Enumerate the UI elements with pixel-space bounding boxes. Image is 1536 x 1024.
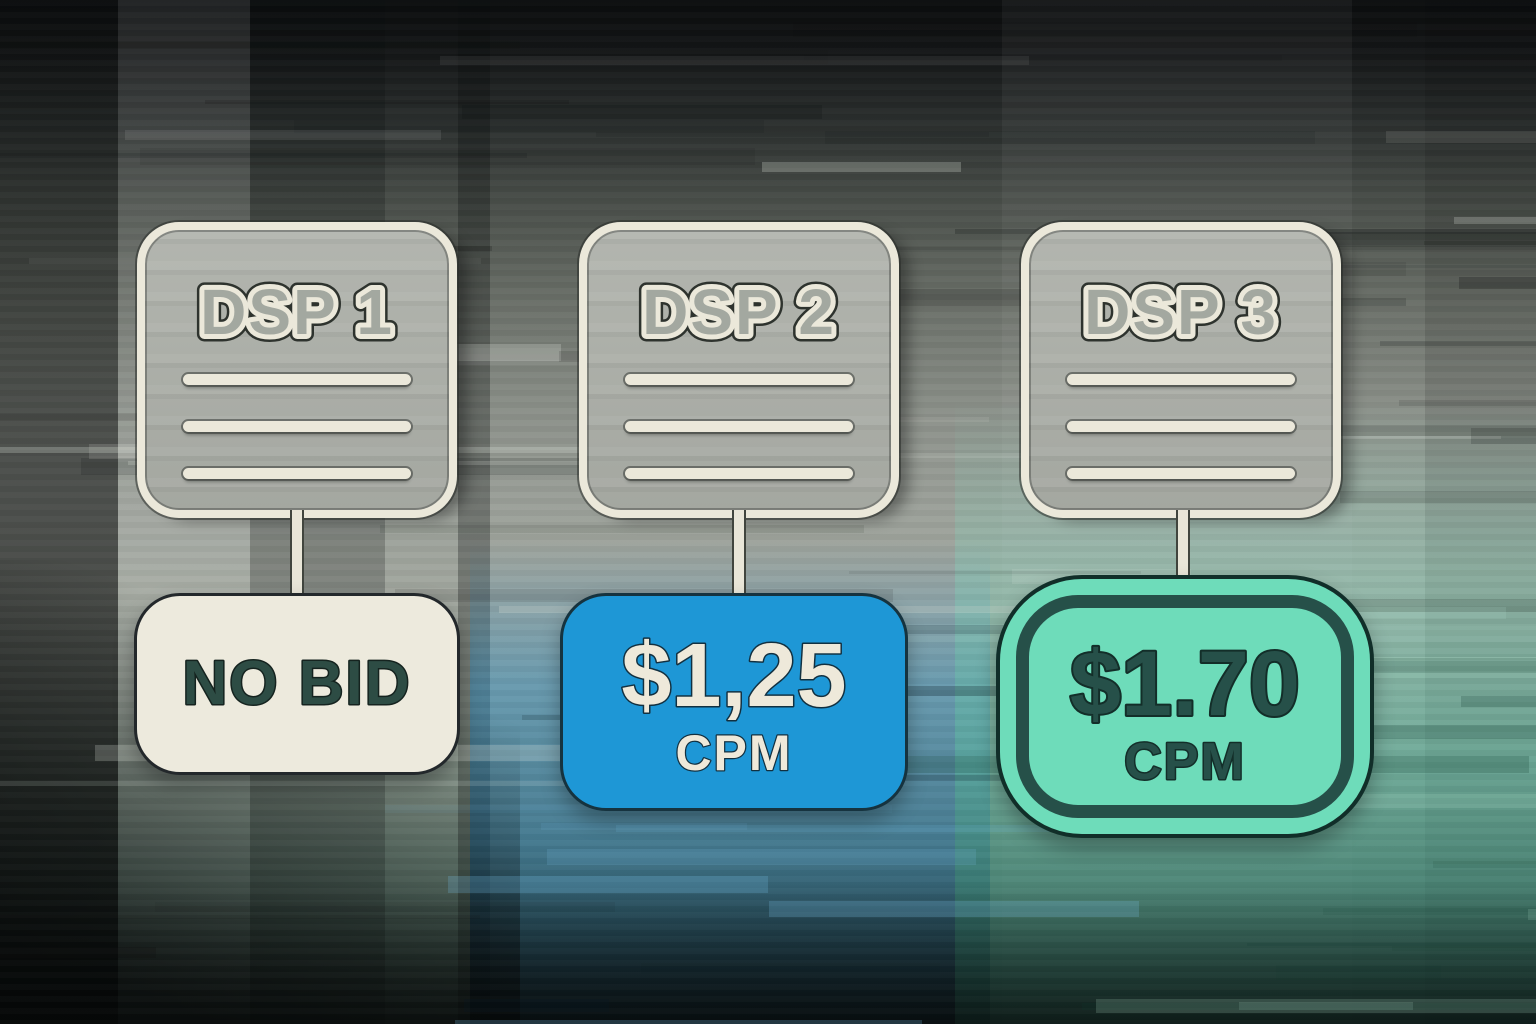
svg-text:DSP 3: DSP 3 (1084, 276, 1278, 348)
glitch-streak (294, 120, 764, 133)
glitch-streak (1323, 908, 1536, 915)
svg-text:$1.70: $1.70 (1070, 633, 1300, 735)
glitch-streak (0, 781, 610, 786)
glitch-streak (440, 56, 1029, 65)
result-no-bid: NO BID (134, 593, 460, 775)
svg-text:DSP 2: DSP 2 (642, 276, 836, 348)
glitch-streak (1454, 217, 1536, 224)
glitch-streak (1239, 1002, 1413, 1010)
background-band (0, 0, 118, 1024)
dsp1-card: DSP 1 DSP 1 (137, 222, 457, 518)
background-band (1425, 0, 1536, 1024)
glitch-streak (1471, 428, 1536, 444)
connector-line (732, 510, 746, 600)
svg-text:DSP 1: DSP 1 (200, 276, 394, 348)
glitch-streak (793, 22, 1417, 37)
text-line-bar (1067, 374, 1295, 385)
text-line-bar (625, 421, 853, 432)
svg-text:DSP 2: DSP 2 (642, 276, 836, 348)
svg-text:DSP 3: DSP 3 (1084, 276, 1278, 348)
glitch-streak (769, 901, 1139, 917)
glitch-streak (1433, 861, 1536, 868)
svg-text:DSP 1: DSP 1 (200, 276, 394, 348)
glitch-streak (641, 963, 940, 974)
glitch-streak (0, 915, 480, 919)
text-line-bar (183, 421, 411, 432)
glitch-streak (825, 131, 1315, 144)
svg-text:$1,25: $1,25 (621, 626, 846, 726)
glitch-streak (455, 1020, 922, 1024)
glitch-streak (1276, 965, 1441, 980)
glitch-streak (547, 849, 976, 865)
glitch-streak (1392, 946, 1536, 951)
glitch-streak (1360, 725, 1536, 739)
glitch-streak (541, 823, 747, 830)
dsp3-card: DSP 3 DSP 3 (1021, 222, 1341, 518)
glitch-streak (1399, 400, 1536, 406)
glitch-streak (462, 105, 822, 119)
text-line-bars (1067, 374, 1295, 479)
glitch-streak (762, 162, 961, 172)
glitch-streak (1247, 943, 1536, 946)
text-line-bars (625, 374, 853, 479)
result-bid-teal-winner: $1.70 CPM (996, 575, 1374, 838)
glitch-streak (448, 876, 768, 893)
dsp3-label: DSP 3 DSP 3 (1077, 269, 1284, 356)
glitch-streak (205, 100, 569, 104)
result-bid-blue: $1,25 CPM (560, 593, 908, 811)
bid-value: $1,25 (620, 625, 848, 728)
bid-unit-label: CPM (1123, 731, 1246, 791)
glitch-streak (456, 50, 828, 64)
glitch-streak (0, 947, 156, 958)
dsp1-label: DSP 1 DSP 1 (193, 269, 400, 356)
connector-line (1176, 510, 1190, 582)
glitch-streak (1380, 341, 1536, 346)
glitch-streak (464, 999, 609, 1012)
svg-text:CPM: CPM (1124, 733, 1246, 791)
svg-text:NO BID: NO BID (183, 649, 412, 718)
dsp2-label: DSP 2 DSP 2 (635, 269, 842, 356)
glitch-streak (0, 153, 527, 158)
glitch-streak (0, 41, 520, 49)
glitch-streak (849, 571, 1141, 574)
bid-unit-label: CPM (674, 724, 792, 782)
text-line-bar (1067, 468, 1295, 479)
glitch-streak (1459, 277, 1536, 289)
background-band (458, 0, 490, 1024)
no-bid-value: NO BID (181, 648, 412, 720)
glitch-streak (1082, 1003, 1536, 1010)
text-line-bar (625, 468, 853, 479)
glitch-streak (125, 130, 441, 140)
bottom-shadow (0, 884, 1536, 1024)
glitch-streak (155, 902, 615, 912)
glitch-streak (1461, 696, 1536, 707)
text-line-bars (183, 374, 411, 479)
glitch-streak (804, 55, 1282, 61)
glitch-streak (1528, 909, 1536, 920)
svg-text:CPM: CPM (675, 725, 792, 781)
text-line-bar (1067, 421, 1295, 432)
text-line-bar (183, 374, 411, 385)
glitch-streak (596, 132, 989, 137)
text-line-bar (625, 374, 853, 385)
bid-value: $1.70 (1068, 631, 1302, 737)
glitch-streak (380, 525, 864, 533)
glitch-streak (140, 148, 755, 165)
glitch-streak (1341, 265, 1536, 268)
glitch-streak (1386, 131, 1536, 143)
glitch-streak (1096, 999, 1536, 1013)
glitch-streak (1424, 241, 1536, 245)
connector-line (290, 510, 304, 600)
glitch-streak (1340, 491, 1536, 503)
text-line-bar (183, 468, 411, 479)
dsp2-card: DSP 2 DSP 2 (579, 222, 899, 518)
